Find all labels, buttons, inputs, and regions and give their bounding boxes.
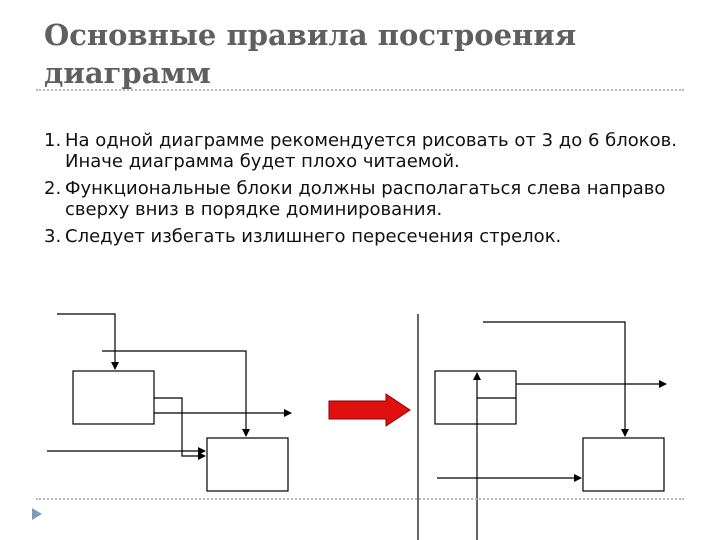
rule-text: Функциональные блоки должны располагатьс… — [65, 178, 666, 220]
rule-text: Следует избегать излишнего пересечения с… — [65, 226, 562, 247]
rule-number: 1. — [44, 130, 62, 151]
footer-divider — [36, 498, 684, 500]
rule-item: 2. Функциональные блоки должны располага… — [44, 178, 684, 220]
diagram-arrow — [483, 321, 629, 437]
rules-list: 1. На одной диаграмме рекомендуется рисо… — [44, 130, 684, 253]
rule-number: 3. — [44, 226, 62, 247]
rule-item: 3. Следует избегать излишнего пересечени… — [44, 226, 684, 247]
rule-text: На одной диаграмме рекомендуется рисоват… — [65, 130, 677, 172]
right-diagram — [434, 321, 667, 540]
rule-item: 1. На одной диаграмме рекомендуется рисо… — [44, 130, 684, 172]
diagram-block — [72, 370, 155, 425]
diagram-block — [206, 437, 289, 492]
diagram-arrow — [57, 313, 119, 370]
rule-number: 2. — [44, 178, 62, 199]
triangle-bullet-icon — [32, 508, 42, 520]
diagram-arrow — [154, 397, 206, 460]
diagram-arrow — [102, 350, 250, 437]
left-diagram — [47, 313, 292, 492]
title-divider — [36, 89, 684, 91]
right-arrow-icon — [328, 393, 411, 427]
slide-title: Основные правила построения диаграмм — [44, 18, 577, 90]
diagram-block — [582, 437, 665, 492]
